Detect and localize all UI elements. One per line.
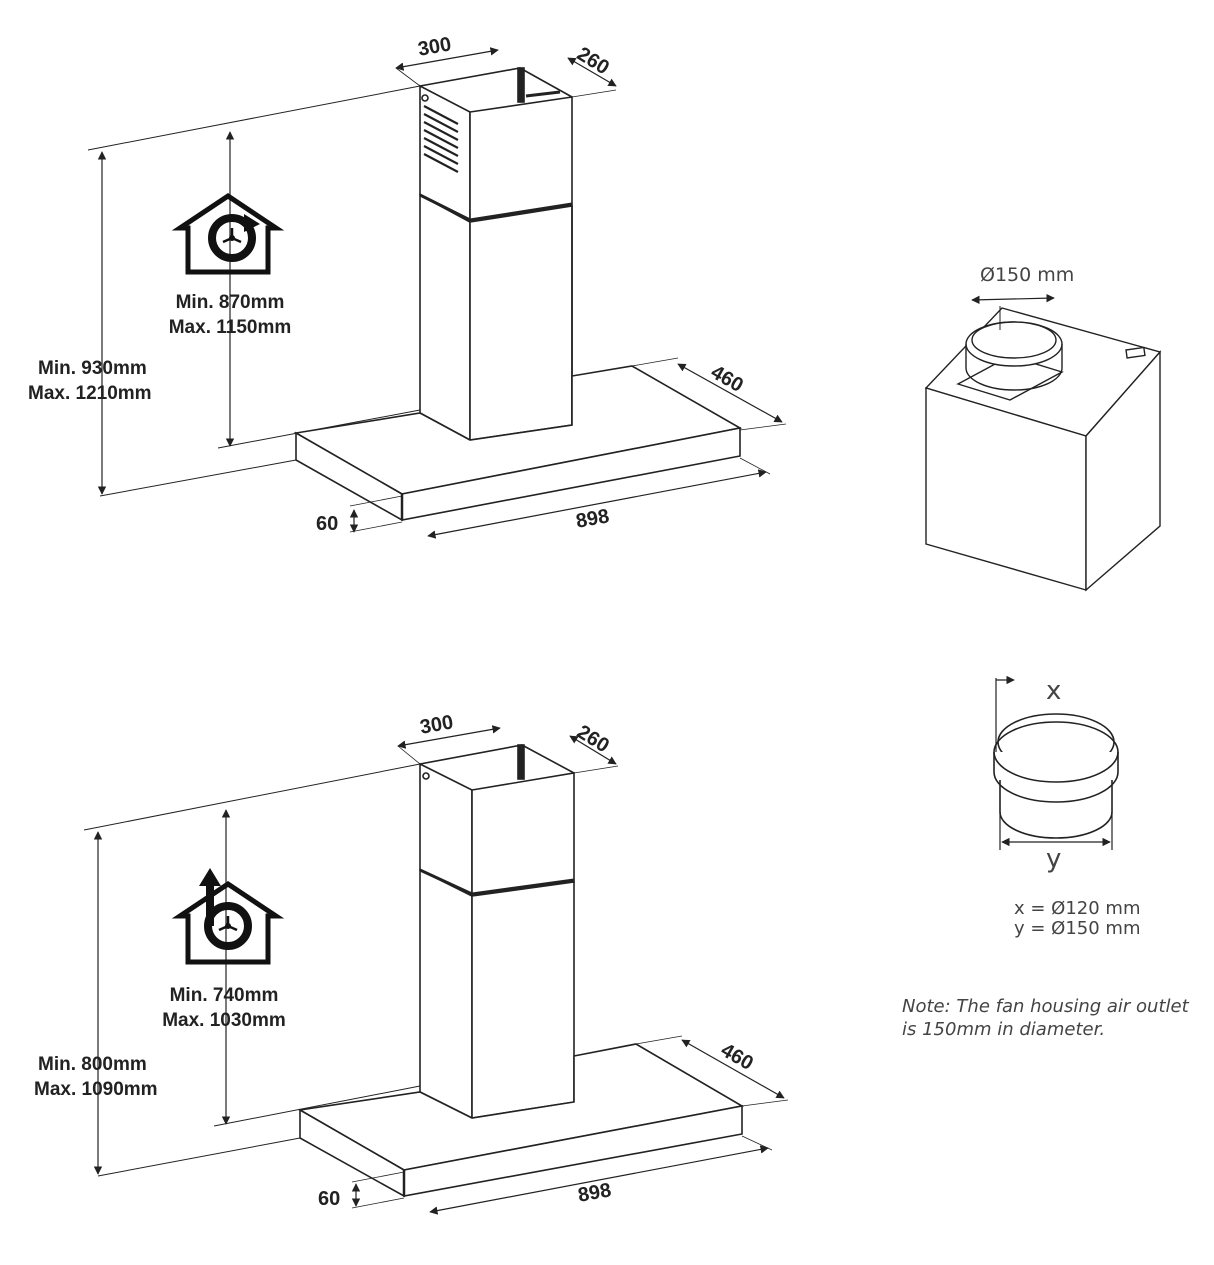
top-hood-drawing (87, 47, 787, 539)
top-chimney-height-max: Max. 1150mm (168, 317, 292, 338)
top-hood-thickness-label: 60 (316, 513, 339, 535)
fan-outlet-diameter-label: Ø150 mm (980, 264, 1075, 286)
bottom-hood-thickness-label: 60 (318, 1188, 341, 1210)
fan-housing-drawing (924, 293, 1162, 592)
ducted-exhaust-house-icon (171, 868, 285, 965)
adaptor-y-label: y (1046, 844, 1062, 874)
bottom-total-height-min: Min. 800mm (38, 1054, 147, 1075)
recirculation-house-icon (171, 192, 285, 275)
adaptor-x-label: x (1046, 676, 1062, 706)
top-total-height-max: Max. 1210mm (28, 383, 152, 404)
note-label: Note: (902, 996, 951, 1017)
bottom-total-height-max: Max. 1090mm (34, 1079, 158, 1100)
top-chimney-height-min: Min. 870mm (175, 292, 285, 313)
bottom-chimney-height-max: Max. 1030mm (162, 1010, 286, 1031)
bottom-hood-drawing (83, 725, 789, 1215)
bottom-chimney-height-min: Min. 740mm (169, 985, 279, 1006)
adaptor-drawing (993, 675, 1119, 850)
adaptor-x-value: x = Ø120 mm (1014, 898, 1141, 919)
note-text: The fan housing air outlet is 150mm in d… (902, 996, 1189, 1040)
top-total-height-min: Min. 930mm (38, 358, 147, 379)
fan-housing-note: Note: The fan housing air outlet is 150m… (902, 995, 1202, 1041)
adaptor-y-value: y = Ø150 mm (1014, 918, 1141, 939)
